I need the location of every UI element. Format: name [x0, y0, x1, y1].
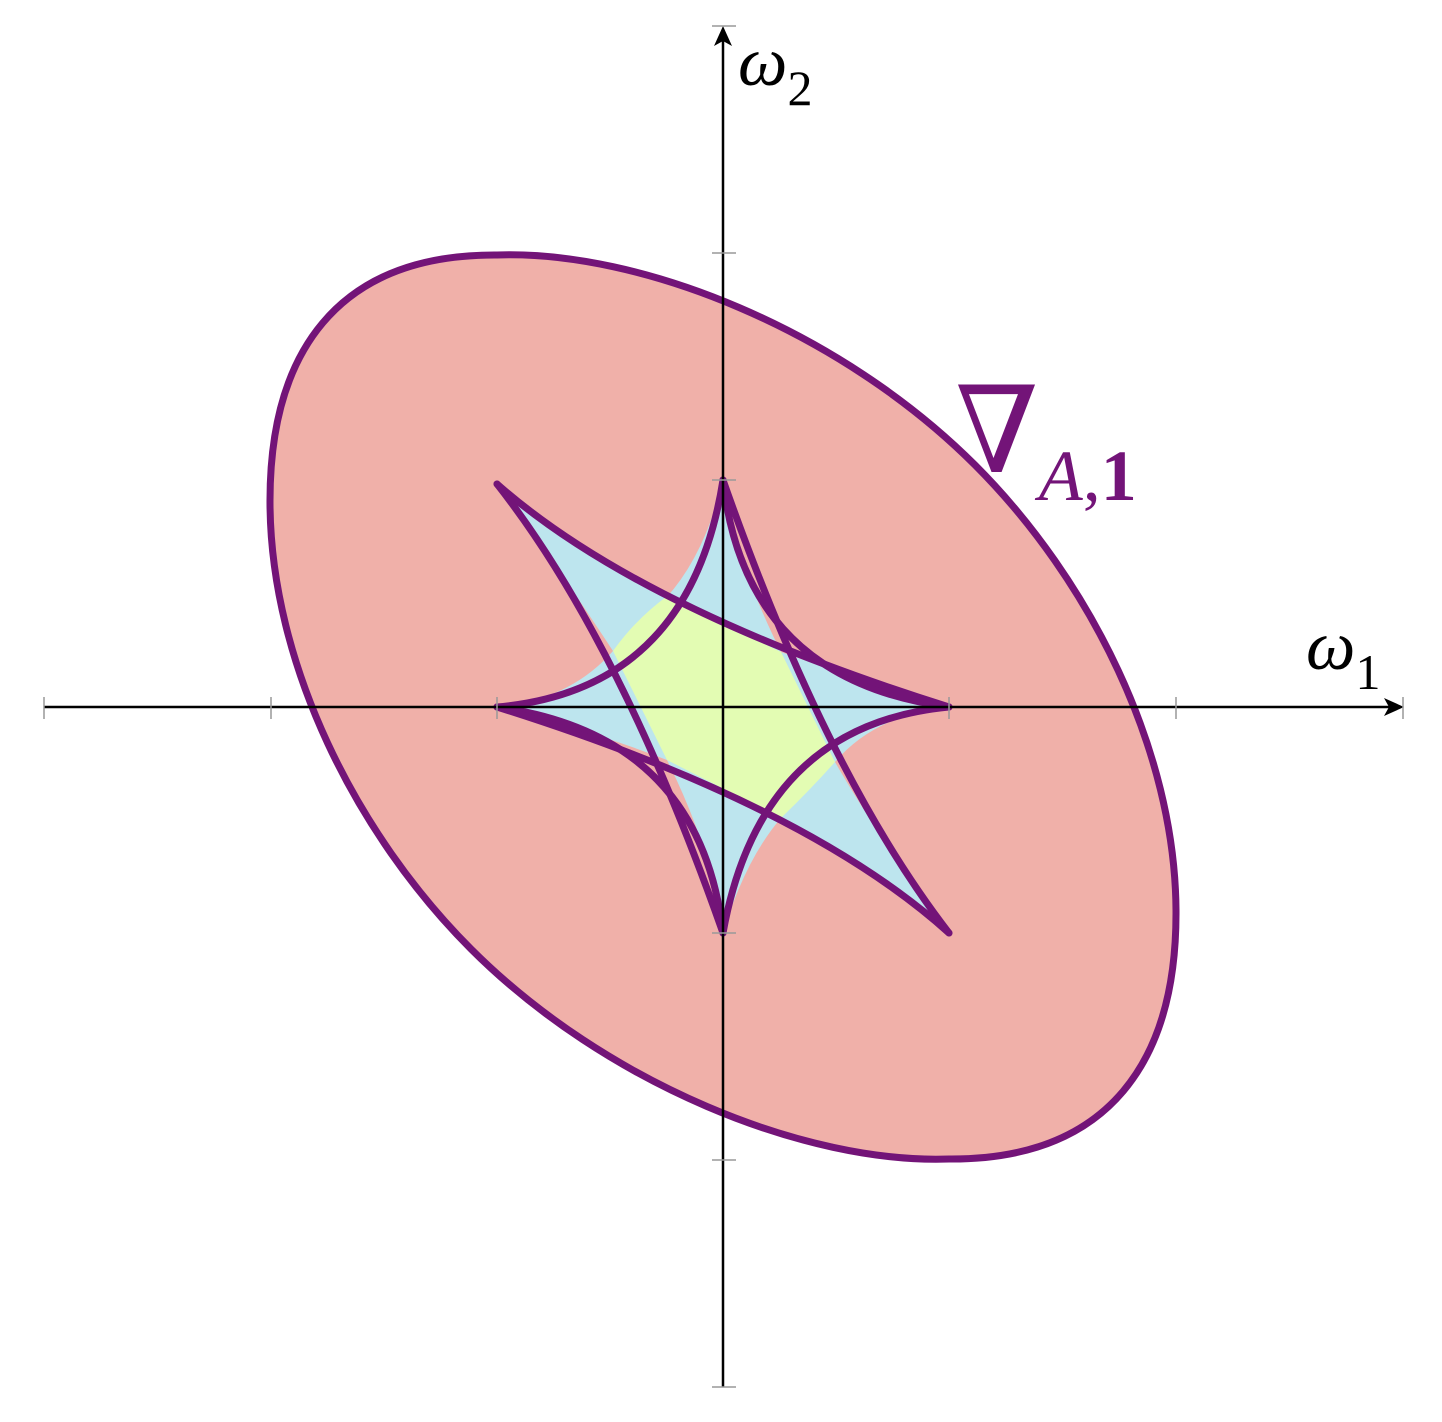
- region-label-nabla-a1: ∇A,1: [955, 365, 1137, 516]
- x-axis-label: ω1: [1306, 608, 1381, 700]
- y-axis-label: ω2: [738, 24, 813, 116]
- axes: [43, 25, 1404, 1388]
- nabla-icon: ∇: [955, 365, 1039, 498]
- y-ticks: [712, 25, 736, 1388]
- star-curves: [493, 476, 953, 937]
- y-axis-arrow-icon: [714, 26, 732, 46]
- x-axis-arrow-icon: [1384, 698, 1404, 716]
- x-ticks: [43, 697, 1404, 719]
